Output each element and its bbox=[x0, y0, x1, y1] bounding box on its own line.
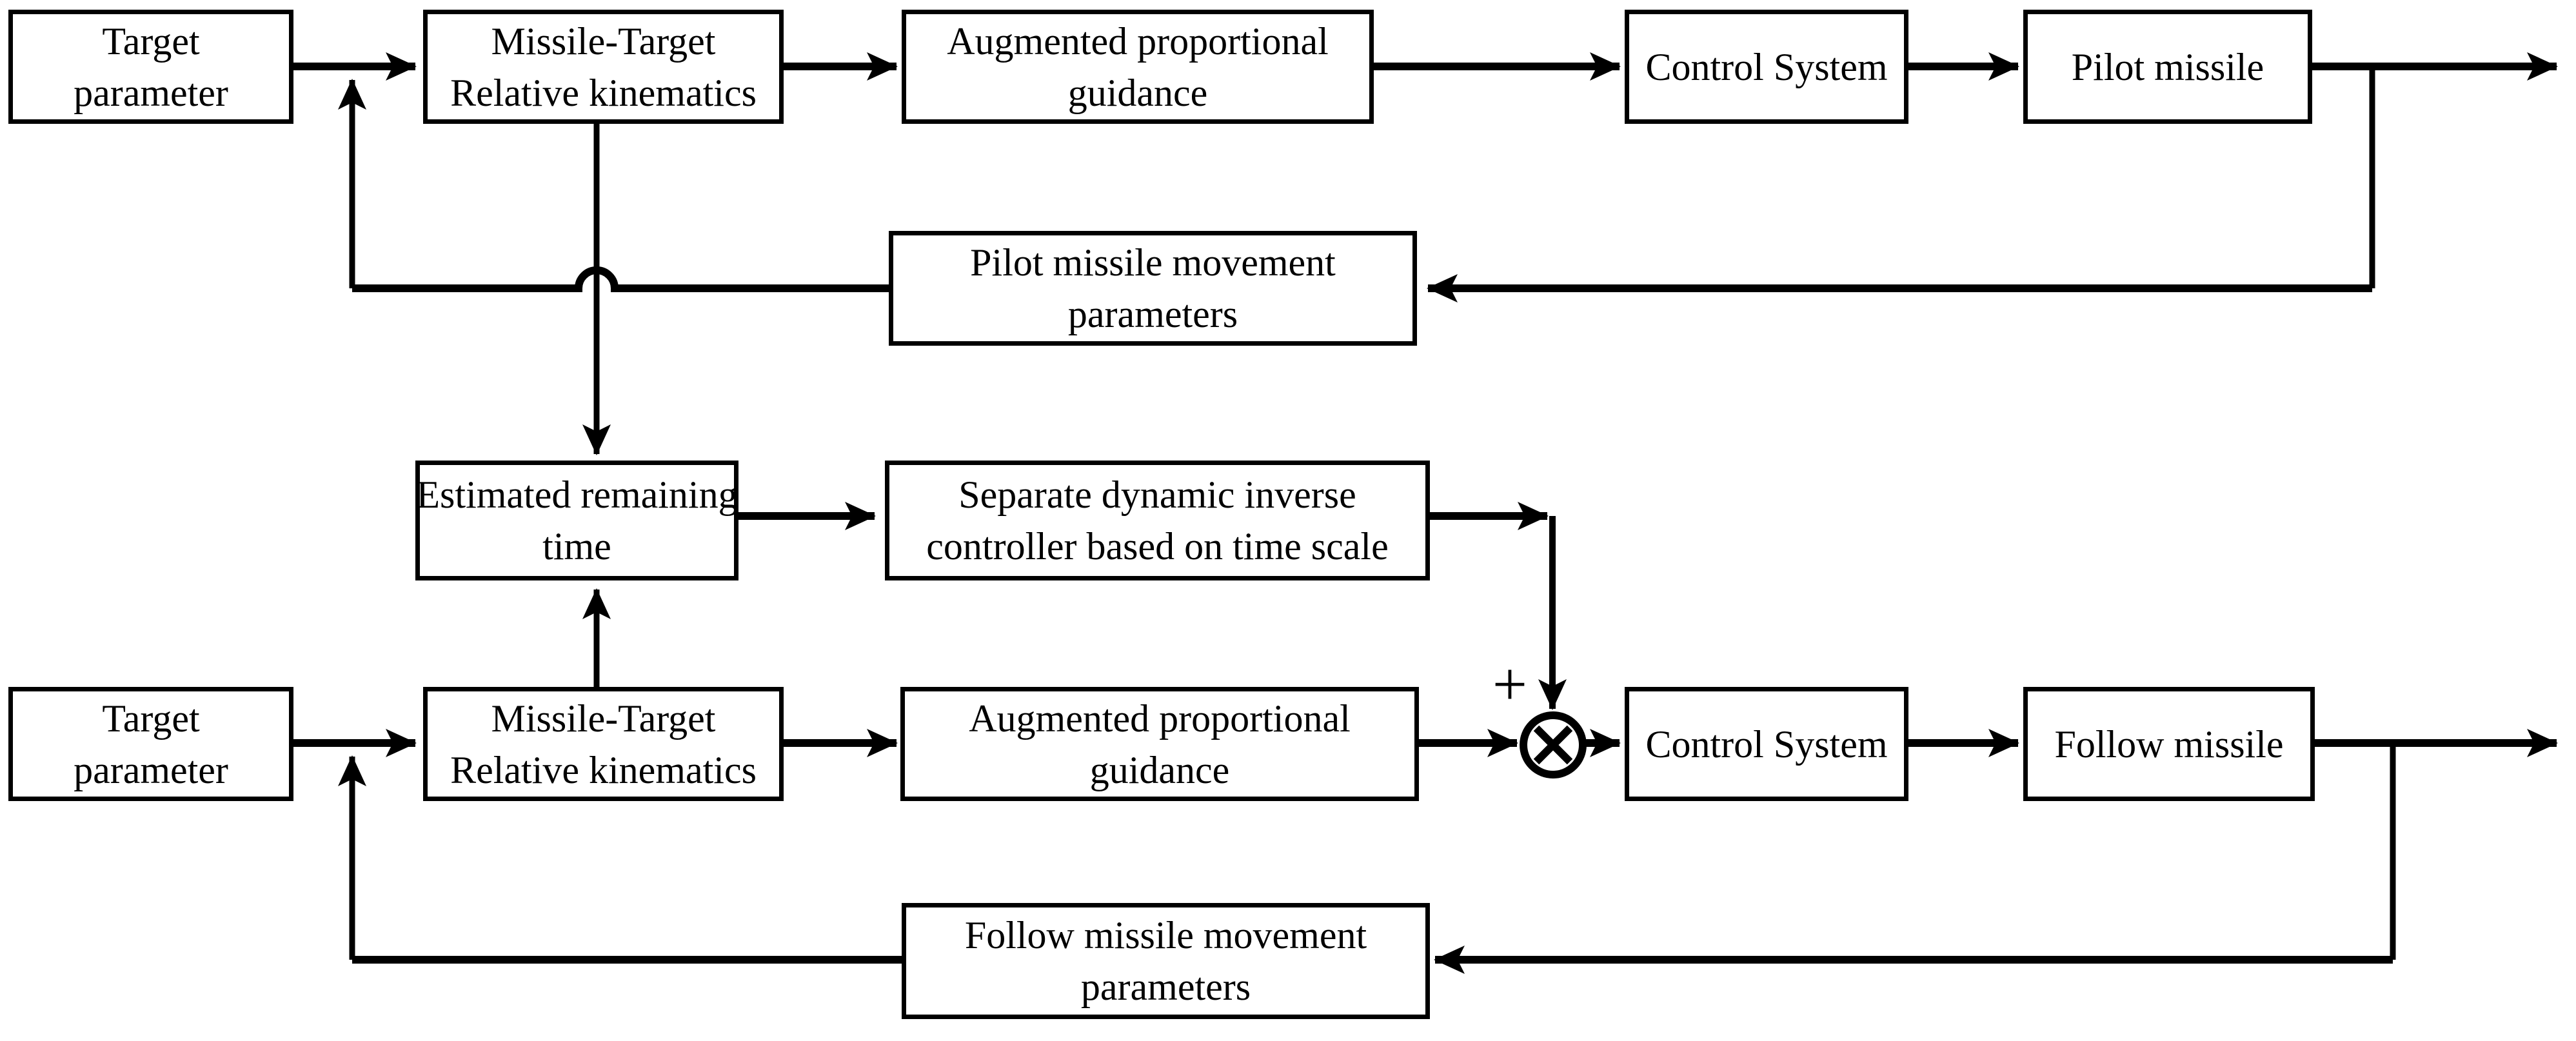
block-control-system-top: Control System bbox=[1625, 10, 1908, 124]
block-label: guidance bbox=[1089, 748, 1230, 791]
sum-junction-plus-label: + bbox=[1492, 649, 1527, 719]
block-label: Separate dynamic inverse bbox=[958, 473, 1356, 516]
block-label: controller based on time scale bbox=[926, 525, 1389, 568]
block-label: Augmented proportional bbox=[969, 697, 1351, 740]
block-label: Augmented proportional bbox=[947, 19, 1329, 63]
line-pilot-params-feedback-left-with-hop bbox=[352, 266, 889, 292]
block-label: parameters bbox=[1067, 293, 1238, 335]
block-label: Pilot missile bbox=[2071, 45, 2264, 88]
block-label: Follow missile bbox=[2054, 722, 2284, 766]
block-label: Target bbox=[102, 19, 200, 63]
block-relative-kinematics-bottom: Missile-Target Relative kinematics bbox=[423, 687, 784, 801]
block-label: Missile-Target bbox=[491, 19, 716, 63]
block-label: parameter bbox=[74, 71, 228, 114]
block-target-parameter-top: Target parameter bbox=[8, 10, 293, 124]
block-label: Control System bbox=[1645, 45, 1888, 88]
block-follow-missile-movement-parameters: Follow missile movement parameters bbox=[902, 903, 1430, 1019]
sum-junction-icon bbox=[1520, 711, 1587, 778]
block-follow-missile: Follow missile bbox=[2023, 687, 2315, 801]
block-control-system-bottom: Control System bbox=[1625, 687, 1908, 801]
block-relative-kinematics-top: Missile-Target Relative kinematics bbox=[423, 10, 784, 124]
block-label: Relative kinematics bbox=[450, 748, 757, 791]
block-augmented-guidance-top: Augmented proportional guidance bbox=[902, 10, 1374, 124]
block-pilot-missile-movement-parameters: Pilot missile movement parameters bbox=[889, 231, 1417, 346]
sum-junction-cross-2 bbox=[1533, 725, 1573, 765]
block-label: Pilot missile movement bbox=[970, 241, 1336, 284]
block-label: Estimated remaining bbox=[416, 473, 738, 516]
block-target-parameter-bottom: Target parameter bbox=[8, 687, 293, 801]
block-label: Follow missile movement bbox=[964, 914, 1367, 957]
block-label: Relative kinematics bbox=[450, 71, 757, 114]
block-label: parameter bbox=[74, 748, 228, 791]
block-augmented-guidance-bottom: Augmented proportional guidance bbox=[900, 687, 1419, 801]
block-label: time bbox=[542, 525, 611, 568]
block-label: parameters bbox=[1080, 966, 1251, 1008]
block-pilot-missile: Pilot missile bbox=[2023, 10, 2312, 124]
block-label: Target bbox=[102, 697, 200, 740]
block-label: Control System bbox=[1645, 722, 1888, 766]
block-dynamic-inverse-controller: Separate dynamic inverse controller base… bbox=[885, 461, 1430, 580]
block-estimated-remaining-time: Estimated remaining time bbox=[415, 461, 738, 580]
block-label: Missile-Target bbox=[491, 697, 716, 740]
block-label: guidance bbox=[1067, 71, 1208, 114]
